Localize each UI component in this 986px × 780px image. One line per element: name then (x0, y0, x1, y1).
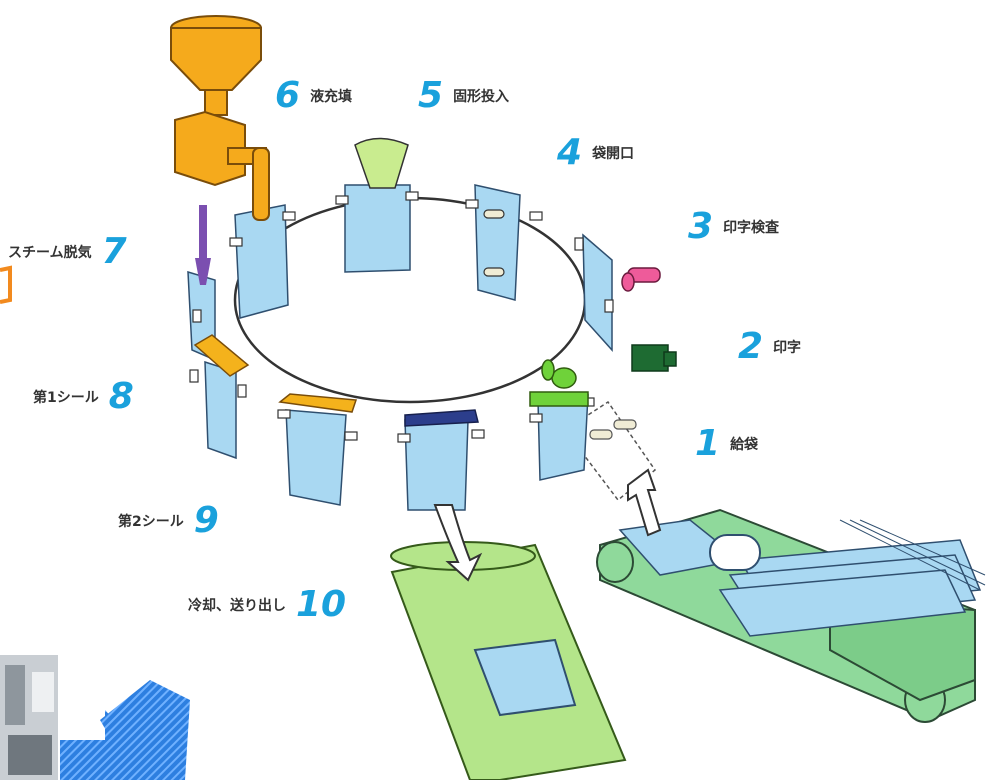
hopper-icon (170, 15, 270, 221)
decor-arrow-icon (60, 680, 190, 780)
step-label: 袋開口 (592, 146, 635, 162)
step-label: 印字検査 (723, 220, 780, 236)
step-number: 5 (418, 75, 444, 116)
step-number: 3 (688, 206, 714, 247)
machine-photo-fragment (0, 655, 58, 780)
arrow-icon (433, 504, 483, 582)
step-4-open: 4 袋開口 (557, 135, 634, 171)
camera-icon (621, 267, 661, 292)
step-number: 6 (275, 75, 301, 116)
step-label: 給袋 (730, 437, 759, 453)
solid-dispenser-icon (354, 137, 409, 189)
feed-pouch (563, 400, 662, 537)
step-number: 1 (695, 423, 721, 464)
step-label: 第1シール (33, 390, 99, 406)
step-5-solid-fill: 5 固形投入 (418, 78, 509, 114)
carousel-pouches (187, 184, 613, 511)
step-7-steam: 7 スチーム脱気 (8, 234, 127, 270)
steam-nozzle-icon (195, 205, 211, 285)
step-label: 第2シール (118, 514, 184, 530)
discharge-conveyor (390, 541, 627, 780)
step-2-print: 2 印字 (738, 329, 801, 365)
supply-conveyor (596, 508, 986, 723)
printer-icon (631, 344, 677, 372)
second-sealer (278, 393, 358, 413)
step-1-supply: 1 給袋 (695, 426, 758, 462)
first-sealer (193, 334, 250, 377)
arrow-icon (627, 468, 662, 537)
step-label: 印字 (773, 340, 802, 356)
step-label: スチーム脱気 (8, 245, 92, 261)
step-3-inspection: 3 印字検査 (688, 209, 779, 245)
orange-frame-fragment (0, 265, 12, 304)
stacked-pouches (718, 519, 986, 637)
step-number: 2 (738, 326, 764, 367)
step-9-second-seal: 9 第2シール (118, 503, 219, 539)
step-number: 4 (557, 132, 583, 173)
step-number: 8 (108, 376, 134, 417)
cooling-sealer (404, 409, 479, 427)
step-6-liquid-fill: 6 液充填 (275, 78, 352, 114)
step-label: 固形投入 (453, 89, 510, 105)
step-label: 液充填 (310, 89, 353, 105)
step-number: 7 (101, 231, 127, 272)
opener-pins (483, 209, 505, 277)
step-8-first-seal: 8 第1シール (33, 379, 134, 415)
step-number: 10 (296, 584, 347, 625)
step-10-cooling: 10 冷却、送り出し (188, 587, 346, 623)
step-label: 冷却、送り出し (188, 598, 286, 614)
feed-gripper (529, 359, 589, 407)
suction-roller (709, 534, 761, 571)
step-number: 9 (193, 500, 219, 541)
